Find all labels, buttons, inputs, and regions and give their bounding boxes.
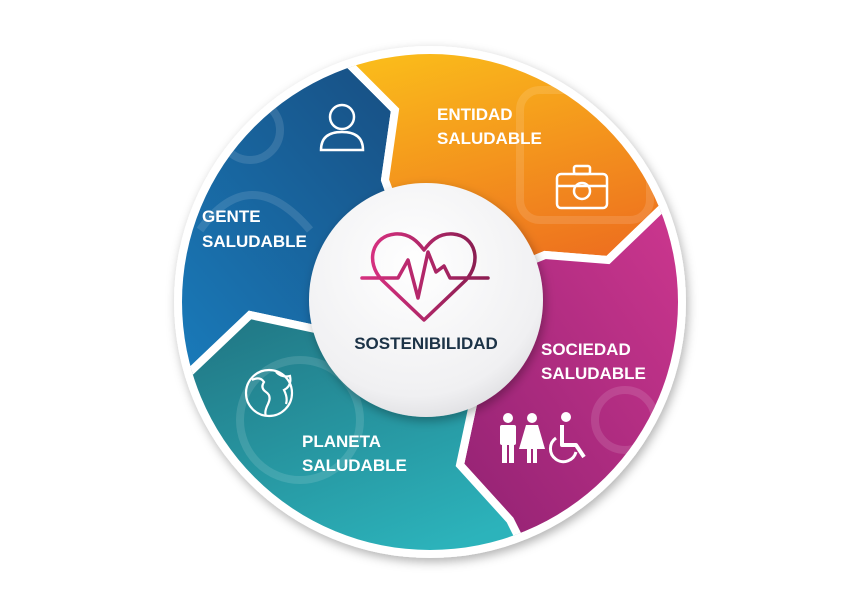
sociedad-label-line1: SOCIEDAD bbox=[541, 340, 631, 359]
gente-label-line2: SALUDABLE bbox=[202, 232, 307, 251]
sociedad-label-line2: SALUDABLE bbox=[541, 364, 646, 383]
medical-kit-icon bbox=[555, 164, 609, 210]
planeta-label-line1: PLANETA bbox=[302, 432, 381, 451]
people-accessibility-icon bbox=[500, 412, 586, 464]
entidad-label-line2: SALUDABLE bbox=[437, 129, 542, 148]
entidad-label-line1: ENTIDAD bbox=[437, 105, 513, 124]
planeta-label-line2: SALUDABLE bbox=[302, 456, 407, 475]
center-label: SOSTENIBILIDAD bbox=[354, 334, 498, 353]
globe-icon bbox=[244, 368, 294, 418]
center-circle bbox=[309, 183, 543, 417]
gente-label-line1: GENTE bbox=[202, 207, 261, 226]
heartbeat-icon bbox=[360, 232, 490, 322]
person-icon bbox=[319, 103, 365, 152]
